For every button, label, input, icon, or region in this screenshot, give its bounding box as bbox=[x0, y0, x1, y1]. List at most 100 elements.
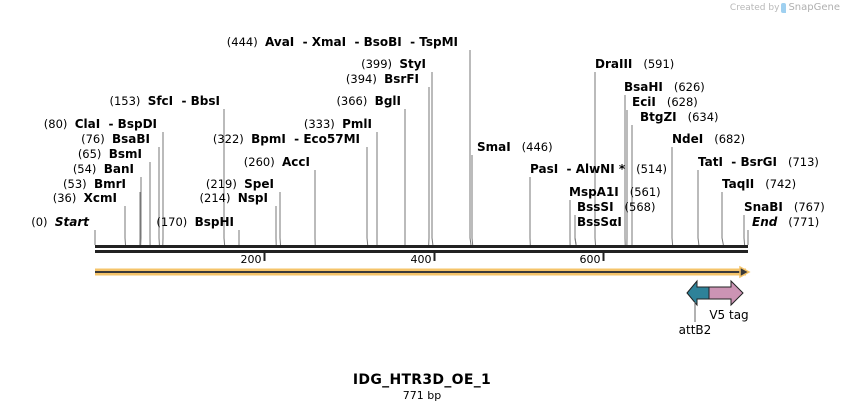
site-enzyme-name: StyI bbox=[399, 57, 426, 71]
restriction-site-smai[interactable]: SmaI (446) bbox=[477, 140, 553, 154]
restriction-site-bpmi[interactable]: (322) BpmI - Eco57MI bbox=[213, 132, 360, 146]
site-label[interactable]: TatI - BsrGI (713) bbox=[698, 155, 819, 169]
feature-attb2[interactable]: attB2 bbox=[679, 279, 712, 337]
site-label[interactable]: SnaBI (767) bbox=[744, 200, 825, 214]
site-label[interactable]: MspA1I (561) bbox=[569, 185, 661, 199]
site-label[interactable]: TaqII (742) bbox=[722, 177, 796, 191]
restriction-site-tati[interactable]: TatI - BsrGI (713) bbox=[698, 155, 819, 169]
site-label[interactable]: (333) PmlI bbox=[304, 117, 372, 131]
site-position: (682) bbox=[703, 132, 745, 146]
restriction-site-pasi[interactable]: PasI - AlwNI * (514) bbox=[530, 162, 667, 176]
site-label[interactable]: (399) StyI bbox=[361, 57, 426, 71]
site-enzyme-name: Start bbox=[55, 215, 90, 229]
site-label[interactable]: (394) BsrFI bbox=[346, 72, 419, 86]
restriction-site-avai[interactable]: (444) AvaI - XmaI - BsoBI - TspMI bbox=[227, 35, 458, 49]
site-enzyme-name: BspHI bbox=[195, 215, 234, 229]
site-label[interactable]: (0) Start bbox=[31, 215, 90, 229]
restriction-site-start[interactable]: (0) Start bbox=[31, 215, 90, 229]
feature-arrow-icon[interactable] bbox=[686, 279, 711, 307]
restriction-site-draiii[interactable]: DraIII (591) bbox=[595, 57, 674, 71]
restriction-site-clai[interactable]: (80) ClaI - BspDI bbox=[44, 117, 157, 131]
site-label[interactable]: (36) XcmI bbox=[53, 191, 117, 205]
site-enzyme-name: AvaI - XmaI - BsoBI - TspMI bbox=[265, 35, 458, 49]
feature-arrow-icon[interactable] bbox=[708, 279, 744, 307]
site-label[interactable]: BssSαI bbox=[577, 215, 622, 229]
site-leader-line bbox=[366, 147, 369, 246]
site-label[interactable]: EciI (628) bbox=[632, 95, 698, 109]
restriction-site-bsahi[interactable]: BsaHI (626) bbox=[624, 80, 705, 94]
restriction-site-bsssi[interactable]: BssSI (568) bbox=[577, 200, 655, 214]
site-position: (366) bbox=[336, 94, 374, 108]
restriction-site-ndei[interactable]: NdeI (682) bbox=[672, 132, 745, 146]
site-label[interactable]: (260) AccI bbox=[244, 155, 310, 169]
site-leader-line bbox=[594, 72, 596, 246]
restriction-site-btgzi[interactable]: BtgZI (634) bbox=[640, 110, 719, 124]
restriction-site-bsabi[interactable]: (76) BsaBI bbox=[81, 132, 150, 146]
restriction-site-bgli[interactable]: (366) BglI bbox=[336, 94, 401, 108]
site-position: (446) bbox=[511, 140, 553, 154]
restriction-site-pmli[interactable]: (333) PmlI bbox=[304, 117, 372, 131]
restriction-site-taqii[interactable]: TaqII (742) bbox=[722, 177, 796, 191]
restriction-site-bsmi[interactable]: (65) BsmI bbox=[78, 147, 142, 161]
restriction-site-ecii[interactable]: EciI (628) bbox=[632, 95, 698, 109]
site-leader-line bbox=[223, 109, 226, 246]
site-enzyme-name: MspA1I bbox=[569, 185, 619, 199]
restriction-site-bsphi[interactable]: (170) BspHI bbox=[156, 215, 234, 229]
orf-arrowhead-icon bbox=[739, 265, 751, 279]
site-enzyme-name: EciI bbox=[632, 95, 656, 109]
restriction-site-bsrfi[interactable]: (394) BsrFI bbox=[346, 72, 419, 86]
restriction-site-styi[interactable]: (399) StyI bbox=[361, 57, 426, 71]
site-enzyme-name: End bbox=[752, 215, 778, 229]
site-label[interactable]: NdeI (682) bbox=[672, 132, 745, 146]
site-enzyme-name: XcmI bbox=[84, 191, 117, 205]
restriction-site-xcmi[interactable]: (36) XcmI bbox=[53, 191, 117, 205]
site-position: (80) bbox=[44, 117, 75, 131]
site-label[interactable]: DraIII (591) bbox=[595, 57, 674, 71]
restriction-site-sfci[interactable]: (153) SfcI - BbsI bbox=[109, 94, 220, 108]
restriction-site-bmri[interactable]: (53) BmrI bbox=[63, 177, 126, 191]
restriction-site-bani[interactable]: (54) BanI bbox=[73, 162, 134, 176]
restriction-site-mspa1i[interactable]: MspA1I (561) bbox=[569, 185, 661, 199]
site-label[interactable]: (219) SpeI bbox=[206, 177, 274, 191]
site-label[interactable]: (444) AvaI - XmaI - BsoBI - TspMI bbox=[227, 35, 458, 49]
sequence-name: IDG_HTR3D_OE_1 bbox=[352, 372, 492, 388]
site-enzyme-name: BssSαI bbox=[577, 215, 622, 229]
site-label[interactable]: BtgZI (634) bbox=[640, 110, 719, 124]
restriction-site-acci[interactable]: (260) AccI bbox=[244, 155, 310, 169]
site-enzyme-name: AccI bbox=[282, 155, 310, 169]
orf-arrow[interactable] bbox=[95, 265, 751, 279]
site-position: (333) bbox=[304, 117, 342, 131]
site-label[interactable]: End (771) bbox=[752, 215, 819, 229]
site-position: (322) bbox=[213, 132, 251, 146]
site-label[interactable]: BsaHI (626) bbox=[624, 80, 705, 94]
restriction-site-bsssαi[interactable]: BssSαI bbox=[577, 215, 622, 229]
restriction-site-snabi[interactable]: SnaBI (767) bbox=[744, 200, 825, 214]
restriction-site-spei[interactable]: (219) SpeI bbox=[206, 177, 274, 191]
site-enzyme-name: BsmI bbox=[109, 147, 142, 161]
site-label[interactable]: (214) NspI bbox=[200, 191, 268, 205]
feature-v5-tag[interactable]: V5 tag bbox=[708, 279, 749, 322]
site-label[interactable]: (65) BsmI bbox=[78, 147, 142, 161]
site-enzyme-name: BtgZI bbox=[640, 110, 677, 124]
site-label[interactable]: (54) BanI bbox=[73, 162, 134, 176]
site-leader-line bbox=[431, 72, 434, 246]
site-label[interactable]: (76) BsaBI bbox=[81, 132, 150, 146]
restriction-site-nspi[interactable]: (214) NspI bbox=[200, 191, 268, 205]
site-label[interactable]: (153) SfcI - BbsI bbox=[109, 94, 220, 108]
methylation-star-icon: * bbox=[615, 162, 626, 176]
restriction-site-end[interactable]: End (771) bbox=[752, 215, 819, 229]
snapgene-watermark: Created by SnapGene bbox=[730, 2, 840, 13]
site-leader-line bbox=[124, 206, 126, 246]
site-label[interactable]: BssSI (568) bbox=[577, 200, 655, 214]
site-position: (214) bbox=[200, 191, 238, 205]
site-label[interactable]: (366) BglI bbox=[336, 94, 401, 108]
site-label[interactable]: (53) BmrI bbox=[63, 177, 126, 191]
site-label[interactable]: PasI - AlwNI * (514) bbox=[530, 162, 667, 176]
site-enzyme-name: PmlI bbox=[342, 117, 372, 131]
site-label[interactable]: SmaI (446) bbox=[477, 140, 553, 154]
site-label[interactable]: (80) ClaI - BspDI bbox=[44, 117, 157, 131]
site-label[interactable]: (322) BpmI - Eco57MI bbox=[213, 132, 360, 146]
site-label[interactable]: (170) BspHI bbox=[156, 215, 234, 229]
ruler-tick-label: 400 bbox=[411, 253, 432, 266]
